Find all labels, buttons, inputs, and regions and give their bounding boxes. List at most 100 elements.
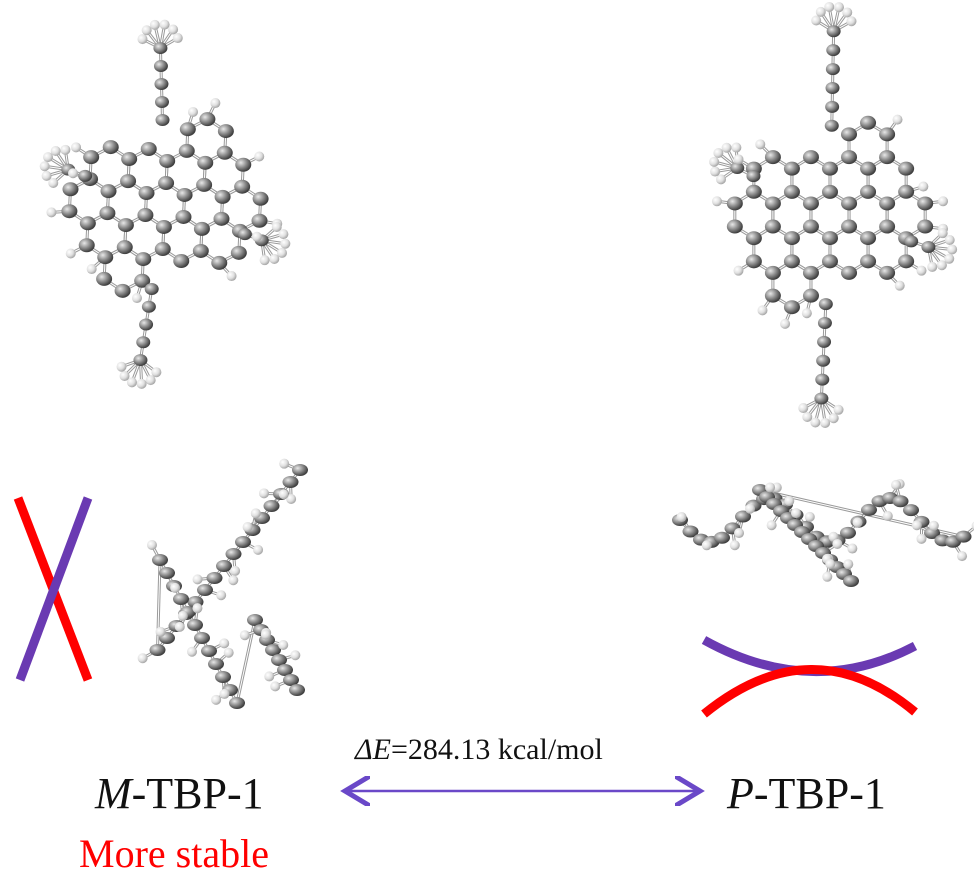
hydrogen-atom <box>805 512 815 522</box>
carbon-atom <box>159 154 175 168</box>
hydrogen-atom <box>254 152 264 162</box>
carbon-atom <box>78 170 92 182</box>
carbon-atom <box>765 196 781 210</box>
hydrogen-atom <box>60 145 70 155</box>
hydrogen-atom <box>883 511 893 521</box>
hydrogen-atom <box>713 148 723 158</box>
carbon-atom <box>841 220 857 234</box>
carbon-atom <box>814 393 828 405</box>
hydrogen-atom <box>40 161 50 171</box>
hydrogen-atom <box>211 695 221 705</box>
carbon-atom <box>252 214 268 228</box>
carbon-atom <box>784 254 800 268</box>
carbon-atom <box>61 204 77 218</box>
carbon-atom <box>803 289 819 303</box>
carbon-atom <box>117 240 133 254</box>
hydrogen-atom <box>175 622 185 632</box>
carbon-atom <box>177 188 193 202</box>
hydrogen-atom <box>138 653 148 663</box>
p-helicity-curves-icon <box>704 640 915 714</box>
carbon-atom <box>155 96 169 108</box>
hydrogen-atom <box>843 559 853 569</box>
carbon-atom <box>83 150 99 164</box>
carbon-atom <box>898 185 914 199</box>
carbon-atom <box>921 241 935 253</box>
carbon-atom <box>746 185 762 199</box>
carbon-atom <box>784 162 800 176</box>
carbon-atom <box>825 120 839 132</box>
carbon-atom <box>819 298 833 310</box>
carbon-atom <box>898 254 914 268</box>
carbon-atom <box>264 500 280 512</box>
carbon-atom <box>818 317 832 329</box>
carbon-atom <box>784 300 800 314</box>
carbon-atom <box>841 266 857 280</box>
carbon-atom <box>173 254 189 268</box>
hydrogen-atom <box>832 539 842 549</box>
hydrogen-atom <box>216 590 226 600</box>
carbon-atom <box>898 162 914 176</box>
carbon-atom <box>826 63 840 75</box>
more-stable-label: More stable <box>79 830 269 877</box>
hydrogen-atom <box>224 648 234 658</box>
hydrogen-atom <box>117 362 127 372</box>
carbon-atom <box>956 531 972 543</box>
hydrogen-atom <box>150 20 160 30</box>
carbon-atom <box>115 284 131 298</box>
hydrogen-atom <box>132 293 142 303</box>
carbon-atom <box>152 554 168 566</box>
carbon-atom <box>283 476 299 488</box>
carbon-atom <box>201 645 217 657</box>
hydrogen-atom <box>173 33 183 43</box>
carbon-atom <box>746 231 762 245</box>
carbon-atom <box>826 44 840 56</box>
hydrogen-atom <box>66 248 76 258</box>
carbon-atom <box>879 220 895 234</box>
hydrogen-atom <box>264 671 274 681</box>
m-tbp-1-label: M-TBP-1 <box>95 768 264 819</box>
carbon-atom <box>841 127 857 141</box>
hydrogen-atom <box>834 2 844 12</box>
carbon-atom <box>156 220 172 234</box>
carbon-atom <box>226 548 242 560</box>
hydrogen-atom <box>912 520 922 530</box>
hydrogen-atom <box>733 154 743 164</box>
carbon-atom <box>234 180 250 194</box>
carbon-atom <box>197 156 213 170</box>
m-tbp-1-side-view-molecule <box>138 459 308 709</box>
hydrogen-atom <box>240 630 250 640</box>
carbon-atom <box>156 114 170 126</box>
hydrogen-atom <box>188 107 198 117</box>
carbon-atom <box>217 146 233 160</box>
carbon-atom <box>99 206 115 220</box>
hydrogen-atom <box>816 7 826 17</box>
carbon-atom <box>150 644 166 656</box>
hydrogen-atom <box>802 308 812 318</box>
carbon-atom <box>843 575 859 587</box>
m-tbp-1-top-view-molecule <box>40 20 291 389</box>
hydrogen-atom <box>160 20 170 30</box>
carbon-atom <box>120 174 136 188</box>
carbon-atom <box>289 684 305 696</box>
carbon-atom <box>822 162 838 176</box>
hydrogen-atom <box>46 207 56 217</box>
hydrogen-atom <box>947 244 957 254</box>
p-tbp-1-top-view-molecule <box>709 2 957 428</box>
m-helicity-cross-icon <box>18 498 88 680</box>
carbon-atom <box>194 632 210 644</box>
hydrogen-atom <box>187 647 197 657</box>
hydrogen-atom <box>731 143 741 153</box>
carbon-atom <box>180 122 196 136</box>
carbon-atom <box>815 374 829 386</box>
carbon-atom <box>879 196 895 210</box>
hydrogen-atom <box>709 157 719 167</box>
hydrogen-atom <box>677 512 687 522</box>
hydrogen-atom <box>730 540 740 550</box>
hydrogen-atom <box>957 551 967 561</box>
carbon-atom <box>803 150 819 164</box>
carbon-atom <box>97 250 113 264</box>
m-suffix: -TBP-1 <box>132 769 264 818</box>
carbon-atom <box>714 532 730 544</box>
hydrogen-atom <box>192 603 202 613</box>
